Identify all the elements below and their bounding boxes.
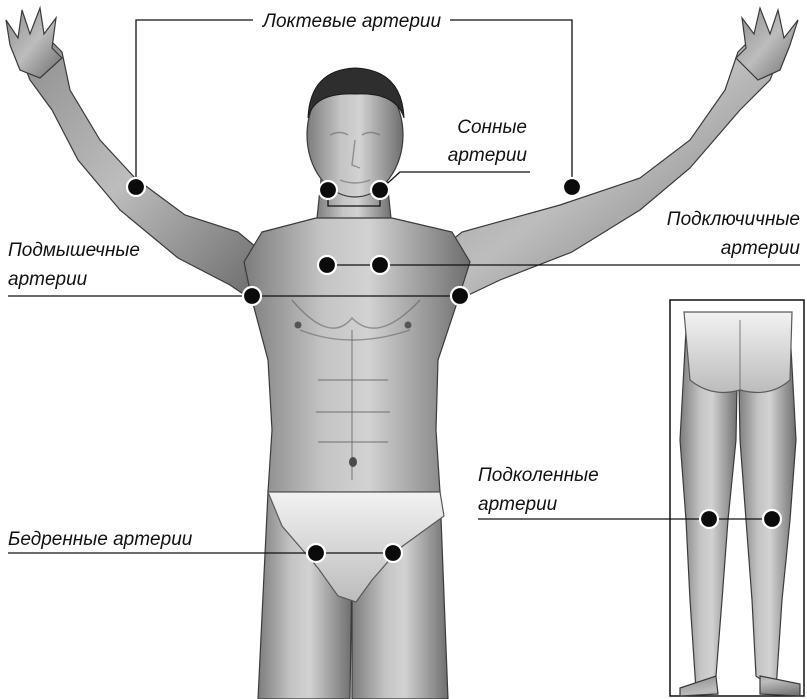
label-carotid-line2: артерии <box>448 145 528 166</box>
elbow-artery-right-marker <box>127 178 145 196</box>
head <box>307 68 404 197</box>
label-subclavian-line2: артерии <box>721 238 801 259</box>
legs-back-view <box>670 300 804 696</box>
popliteal-artery-right-marker <box>700 510 718 528</box>
femoral-artery-left-marker <box>384 544 402 562</box>
back-briefs <box>684 312 792 392</box>
label-femoral-arteries: Бедренные артерии <box>8 529 193 550</box>
label-subclavian-line1: Подключичные <box>667 209 800 230</box>
axillary-artery-right-marker <box>243 287 261 305</box>
label-popliteal-line2: артерии <box>478 494 558 515</box>
label-elbow-arteries: Локтевые артерии <box>261 11 442 32</box>
subclavian-artery-right-marker <box>318 256 336 274</box>
carotid-artery-right-marker <box>319 181 337 199</box>
label-popliteal-line1: Подколенные <box>478 465 599 486</box>
label-axillary-line1: Подмышечные <box>8 240 140 261</box>
carotid-artery-left-marker <box>371 181 389 199</box>
subclavian-artery-left-marker <box>371 256 389 274</box>
label-axillary-line2: артерии <box>8 269 88 290</box>
popliteal-artery-left-marker <box>763 510 781 528</box>
label-carotid-line1: Сонные <box>457 117 527 138</box>
torso <box>244 218 470 492</box>
axillary-artery-left-marker <box>451 287 469 305</box>
femoral-artery-right-marker <box>307 544 325 562</box>
elbow-artery-left-marker <box>563 178 581 196</box>
